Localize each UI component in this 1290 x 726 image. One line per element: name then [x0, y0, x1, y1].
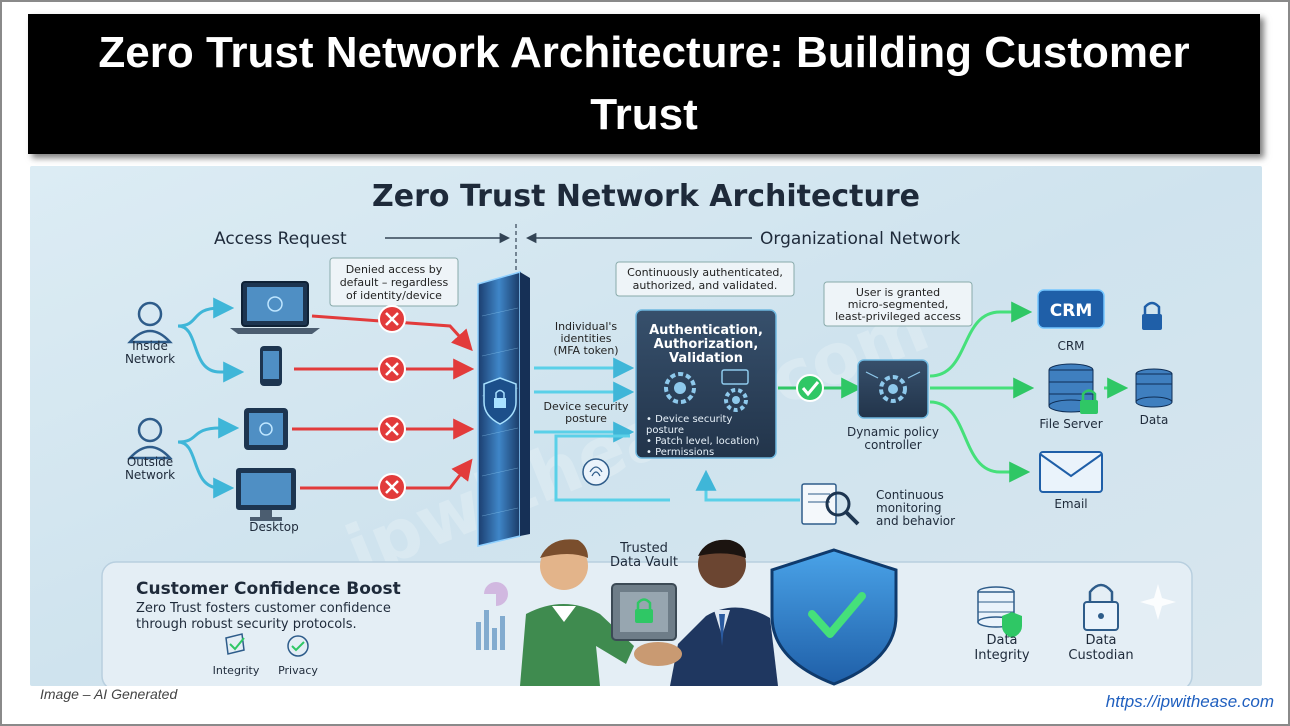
auth-title-line3: Validation	[669, 351, 743, 366]
monitoring-line1: Continuous	[876, 488, 944, 502]
page-title: Zero Trust Network Architecture: Buildin…	[98, 28, 1190, 139]
desktop-label: Desktop	[249, 520, 299, 534]
denied-note-line2: default – regardless	[340, 276, 449, 289]
inside-user-icon	[127, 301, 173, 344]
granted-note-line1: User is granted	[856, 286, 940, 299]
outside-to-desktop-arrow	[177, 440, 235, 499]
inside-to-phone-arrow	[177, 324, 245, 383]
desktop-icon	[236, 468, 296, 521]
denied-note-line3: of identity/device	[346, 289, 442, 302]
access-request-label: Access Request	[214, 229, 347, 249]
email-label: Email	[1054, 497, 1087, 511]
denied-note-line1: Denied access by	[346, 263, 443, 276]
validated-flow-arrows	[534, 357, 635, 443]
data-integrity-line1: Data	[986, 633, 1017, 648]
sparkle-icon	[1140, 584, 1176, 620]
integrity-icon	[225, 633, 245, 655]
data-integrity-line2: Integrity	[974, 648, 1029, 663]
vault-icon	[611, 583, 677, 641]
infographic: ipwithease.com Zero Trust Network Archit…	[30, 166, 1262, 686]
laptop-icon	[230, 281, 320, 334]
continuous-auth-note-box	[615, 261, 795, 297]
gear-icon	[664, 369, 749, 412]
image-credit: Image – AI Generated	[40, 686, 178, 702]
business-figure	[670, 539, 778, 686]
auth-item-2: posture	[646, 425, 684, 436]
vault-line1: Trusted	[619, 541, 668, 556]
crm-badge-text: CRM	[1050, 301, 1092, 321]
data-database-icon	[1135, 368, 1173, 408]
org-network-label: Organizational Network	[760, 229, 960, 249]
data-custodian-line1: Data	[1085, 633, 1116, 648]
data-label: Data	[1140, 413, 1169, 427]
auth-title-line2: Authorization,	[654, 337, 759, 352]
privacy-icon	[287, 635, 309, 657]
identities-line3: (MFA token)	[553, 344, 618, 357]
phone-icon	[260, 346, 282, 386]
crm-badge	[1037, 289, 1105, 329]
file-server-lock-icon	[1080, 389, 1098, 414]
auth-item-3: • Patch level, location)	[646, 436, 760, 447]
file-server-icon	[1048, 363, 1094, 413]
auth-item-1: • Device security	[646, 414, 732, 425]
outside-network-line1: Outside	[127, 455, 173, 469]
continuous-auth-line1: Continuously authenticated,	[627, 266, 783, 279]
handshake	[634, 642, 682, 666]
auth-item-4: • Permissions	[646, 447, 714, 458]
outside-to-tablet-arrow	[177, 417, 240, 444]
diagram-title: Zero Trust Network Architecture	[372, 179, 920, 214]
customer-figure	[520, 539, 634, 686]
integrity-label: Integrity	[213, 664, 260, 677]
auth-title-line1: Authentication,	[649, 323, 763, 338]
identities-line2: identities	[560, 332, 611, 345]
site-url[interactable]: https://ipwithease.com	[1105, 692, 1274, 711]
outside-user-icon	[127, 417, 173, 460]
confidence-title: Customer Confidence Boost	[136, 579, 401, 599]
bar-chart-icon	[476, 582, 508, 650]
privacy-label: Privacy	[278, 664, 318, 677]
monitoring-magnifier-icon	[801, 483, 860, 526]
file-server-label: File Server	[1039, 417, 1102, 431]
device-posture-line2: posture	[565, 412, 607, 425]
fingerprint-icon	[582, 458, 610, 486]
wall-shield-lock-icon	[483, 377, 517, 425]
resource-arrows	[929, 301, 1035, 483]
monitoring-line2: monitoring	[876, 501, 942, 515]
crm-label: CRM	[1057, 339, 1084, 353]
crm-lock-icon	[1142, 301, 1162, 330]
confidence-text-line1: Zero Trust fosters customer confidence	[136, 601, 391, 616]
identities-line1: Individual's	[555, 320, 618, 333]
denied-x-icon	[378, 305, 406, 501]
title-banner: Zero Trust Network Architecture: Buildin…	[28, 14, 1260, 154]
check-icon	[796, 374, 824, 402]
granted-note-box	[823, 281, 973, 327]
inside-network-line2: Network	[125, 352, 175, 366]
vault-line2: Data Vault	[610, 555, 678, 570]
granted-note-line2: micro-segmented,	[848, 298, 949, 311]
inside-to-laptop-arrow	[177, 297, 235, 328]
monitoring-feedback-arrow	[695, 469, 800, 502]
outside-network-line2: Network	[125, 468, 175, 482]
inside-network-line1: Inside	[132, 339, 168, 353]
confidence-text-line2: through robust security protocols.	[136, 617, 357, 632]
data-custodian-lock-icon	[1083, 583, 1119, 631]
continuous-auth-line2: authorized, and validated.	[633, 279, 778, 292]
device-posture-line1: Device security	[543, 400, 629, 413]
data-integrity-icon	[977, 586, 1022, 638]
email-icon	[1039, 451, 1103, 493]
auth-panel	[635, 309, 777, 459]
feedback-loop-line	[554, 434, 670, 502]
policy-controller-line1: Dynamic policy	[847, 425, 939, 439]
monitoring-line3: and behavior	[876, 514, 955, 528]
denied-arrows	[292, 314, 475, 490]
data-custodian-line2: Custodian	[1068, 648, 1133, 663]
policy-controller-line2: controller	[864, 438, 921, 452]
granted-note-line3: least-privileged access	[835, 310, 961, 323]
policy-gear-icon	[865, 371, 921, 403]
tablet-icon	[244, 408, 288, 450]
security-shield-icon	[770, 548, 898, 686]
